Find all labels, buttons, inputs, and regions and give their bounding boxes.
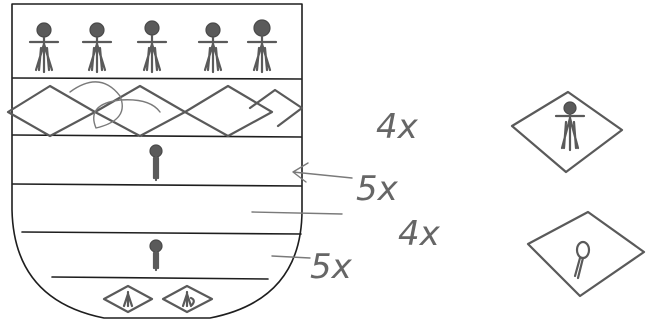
figure-icon: [248, 20, 276, 72]
figure-in-lozenge-icon: [512, 92, 622, 172]
diamond-count-note: 4x: [376, 107, 419, 147]
chief-figures: [30, 20, 276, 72]
lower-bar-count-note: 5x: [310, 247, 353, 287]
figure-icon: [199, 23, 227, 72]
lower-diamond-count-note: 4x: [398, 214, 441, 254]
keyhole-in-lozenge-icon: [528, 212, 644, 296]
upper-bar-count-note: 5x: [356, 169, 399, 209]
keyhole-icon: [150, 240, 162, 270]
lozenge-band: [8, 82, 302, 136]
figure-icon: [83, 23, 111, 72]
figure-icon: [30, 23, 58, 72]
figure-icon: [138, 21, 166, 72]
keyhole-icon: [150, 145, 162, 180]
base-lozenges: [104, 286, 212, 312]
